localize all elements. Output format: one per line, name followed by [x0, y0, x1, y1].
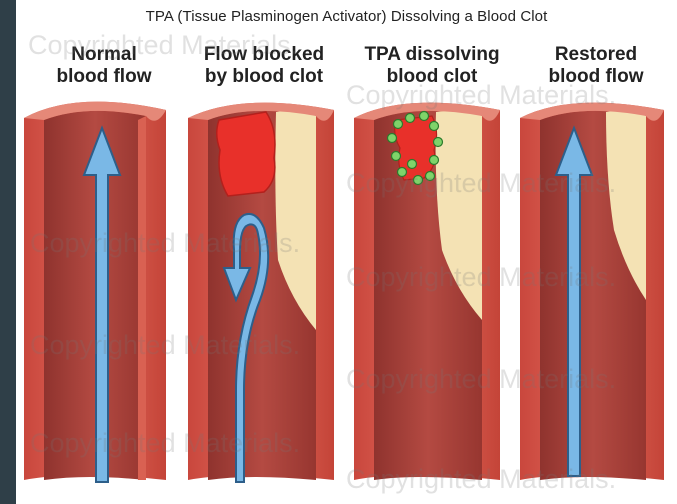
blood-clot [217, 112, 275, 196]
vessel-illustration [16, 0, 677, 504]
vessel-restored [520, 103, 664, 480]
diagram-frame: TPA (Tissue Plasminogen Activator) Disso… [16, 0, 677, 504]
